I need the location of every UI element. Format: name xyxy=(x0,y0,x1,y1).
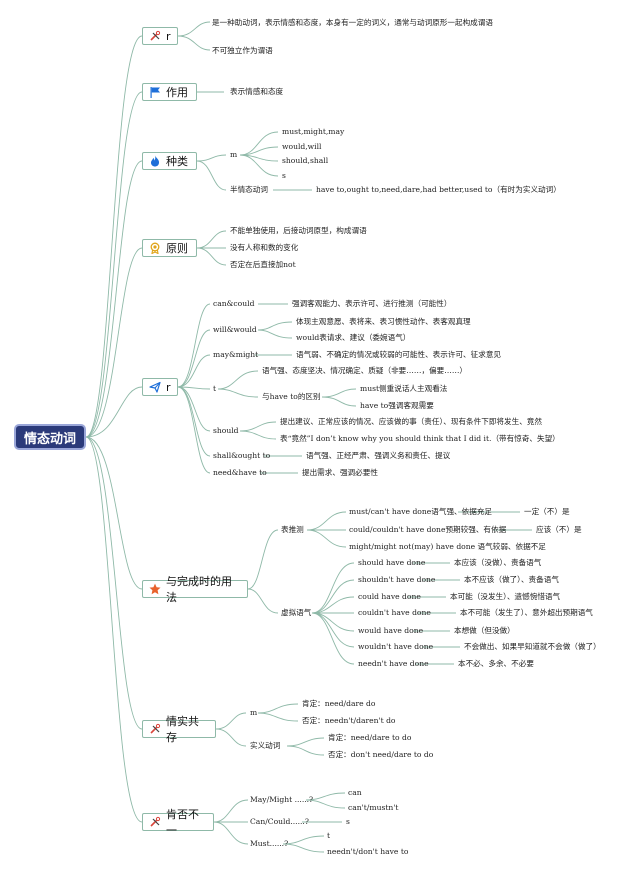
mismatch-answer: s xyxy=(346,817,350,826)
perfect-key: might/might not(may) have done 语气较弱、依据不足 xyxy=(349,542,546,551)
perfect-value: 本想做（但没做） xyxy=(454,626,515,635)
types-item: must,might,may xyxy=(282,127,345,136)
coexist-item: 否定：don't need/dare to do xyxy=(328,750,434,759)
definition-text: 不可独立作为谓语 xyxy=(212,46,273,55)
principle-text: 不能单独使用，后接动词原型，构成谓语 xyxy=(230,226,367,235)
perfect-value: 本不可能（发生了）、意外超出预期语气 xyxy=(460,608,593,617)
tools-icon xyxy=(149,30,161,42)
tools-icon xyxy=(149,816,161,828)
tools-icon xyxy=(149,723,161,735)
mismatch-question: Must......? xyxy=(250,839,289,848)
coexist-m: m xyxy=(250,708,258,717)
category-label: 作用 xyxy=(166,86,188,99)
usage-key: can&could xyxy=(213,299,255,308)
mismatch-answer: can xyxy=(348,788,362,797)
usage-key: shall&ought to xyxy=(213,451,271,460)
flame-icon xyxy=(149,155,161,167)
category-principles[interactable]: 原则 xyxy=(142,239,197,257)
category-label: r xyxy=(166,380,171,394)
category-usage[interactable]: r xyxy=(142,378,178,396)
category-label: r xyxy=(166,29,171,43)
coexist-verb: 实义动词 xyxy=(250,741,281,750)
perfect-key: couldn't have done xyxy=(358,608,431,617)
category-label: 种类 xyxy=(166,155,188,168)
usage-key: may&might xyxy=(213,350,259,359)
usage-value: must侧重说话人主观看法 xyxy=(360,384,448,393)
coexist-item: 肯定：need/dare to do xyxy=(328,733,412,742)
perfect-value: 本不必、多余、不必要 xyxy=(458,659,534,668)
coexist-item: 否定：needn't/daren't do xyxy=(302,716,396,725)
usage-key: should xyxy=(213,426,239,435)
perfect-group: 表推测 xyxy=(281,525,304,534)
usage-value: would表请求、建议（委婉语气） xyxy=(296,333,411,342)
usage-value: 与have to的区别 xyxy=(262,392,321,401)
flag-icon xyxy=(149,86,161,98)
usage-value: 体现主观意愿、表将来、表习惯性动作、表客观真理 xyxy=(296,317,471,326)
perfect-key: should have done xyxy=(358,558,426,567)
category-perfect-usage[interactable]: 与完成时的用法 xyxy=(142,575,248,604)
category-types[interactable]: 种类 xyxy=(142,152,197,170)
root-label: 情态动词 xyxy=(23,431,76,447)
perfect-value: 一定（不）是 xyxy=(524,507,570,516)
category-mismatch[interactable]: 肯否不一 xyxy=(142,808,214,837)
perfect-value: 本不应该（做了）、责备语气 xyxy=(464,575,559,584)
types-item: would,will xyxy=(282,142,322,151)
mismatch-answer: needn't/don't have to xyxy=(327,847,409,856)
perfect-key: would have done xyxy=(358,626,424,635)
types-item: should,shall xyxy=(282,156,329,165)
category-label: 肯否不一 xyxy=(166,808,199,837)
perfect-value: 应该（不）是 xyxy=(536,525,582,534)
usage-value: 提出建议、正常应该的情况、应该做的事（责任）、现有条件下即将发生、竟然 xyxy=(280,417,542,426)
principle-text: 没有人称和数的变化 xyxy=(230,243,299,252)
usage-key: will&would xyxy=(213,325,257,334)
perfect-key: could have done xyxy=(358,592,421,601)
usage-value: 语气弱、不确定的情况或较弱的可能性、表示许可、征求意见 xyxy=(296,350,502,359)
perfect-value: 不会做出、如果早知道就不会做（做了） xyxy=(464,642,601,651)
mismatch-answer: can't/mustn't xyxy=(348,803,399,812)
coexist-item: 肯定：need/dare do xyxy=(302,699,376,708)
star-icon xyxy=(149,583,161,595)
types-m: m xyxy=(230,150,238,159)
mismatch-question: Can/Could......? xyxy=(250,817,309,826)
category-label: 与完成时的用法 xyxy=(166,575,232,604)
perfect-value: 本可能（没发生）、遗憾惋惜语气 xyxy=(450,592,561,601)
perfect-value: 本应该（没做）、责备语气 xyxy=(454,558,542,567)
function-text: 表示情感和态度 xyxy=(230,87,284,96)
usage-value: 语气强、态度坚决、情况确定、质疑（非要……，偏要……） xyxy=(262,366,468,375)
category-coexist[interactable]: 情实共存 xyxy=(142,715,216,744)
perfect-group: 虚拟语气 xyxy=(281,608,312,617)
usage-key: t xyxy=(213,384,217,393)
category-label: 情实共存 xyxy=(166,715,199,744)
badge-icon xyxy=(149,242,161,255)
types-item: s xyxy=(282,171,286,180)
mismatch-question: May/Might ......? xyxy=(250,795,314,804)
usage-value: have to强调客观需要 xyxy=(360,401,434,410)
category-label: 原则 xyxy=(166,242,188,255)
usage-value: 提出需求、强调必要性 xyxy=(302,468,378,477)
mismatch-answer: t xyxy=(327,831,331,840)
definition-text: 是一种助动词，表示情感和态度，本身有一定的词义，通常与动词原形一起构成谓语 xyxy=(212,18,493,27)
usage-key: need&have to xyxy=(213,468,267,477)
perfect-key: could/couldn't have done预期较强、有依据 xyxy=(349,525,507,534)
perfect-key: must/can't have done语气强、依据充足 xyxy=(349,507,493,516)
semi-modal-label: 半情态动词 xyxy=(230,185,268,194)
root-node[interactable]: 情态动词 xyxy=(14,424,86,450)
perfect-key: shouldn't have done xyxy=(358,575,436,584)
usage-value: 强调客观能力、表示许可、进行推测（可能性） xyxy=(292,299,452,308)
semi-modal-list: have to,ought to,need,dare,had better,us… xyxy=(316,185,561,194)
paper-plane-icon xyxy=(149,381,161,393)
perfect-key: needn't have done xyxy=(358,659,429,668)
perfect-key: wouldn't have done xyxy=(358,642,434,651)
category-definition[interactable]: r xyxy=(142,27,178,45)
principle-text: 否定在后直接加not xyxy=(230,260,296,269)
usage-value: 表“竟然”I don’t know why you should think t… xyxy=(280,434,560,443)
usage-value: 语气强、正经严肃、强调义务和责任、提议 xyxy=(306,451,451,460)
category-function[interactable]: 作用 xyxy=(142,83,197,101)
